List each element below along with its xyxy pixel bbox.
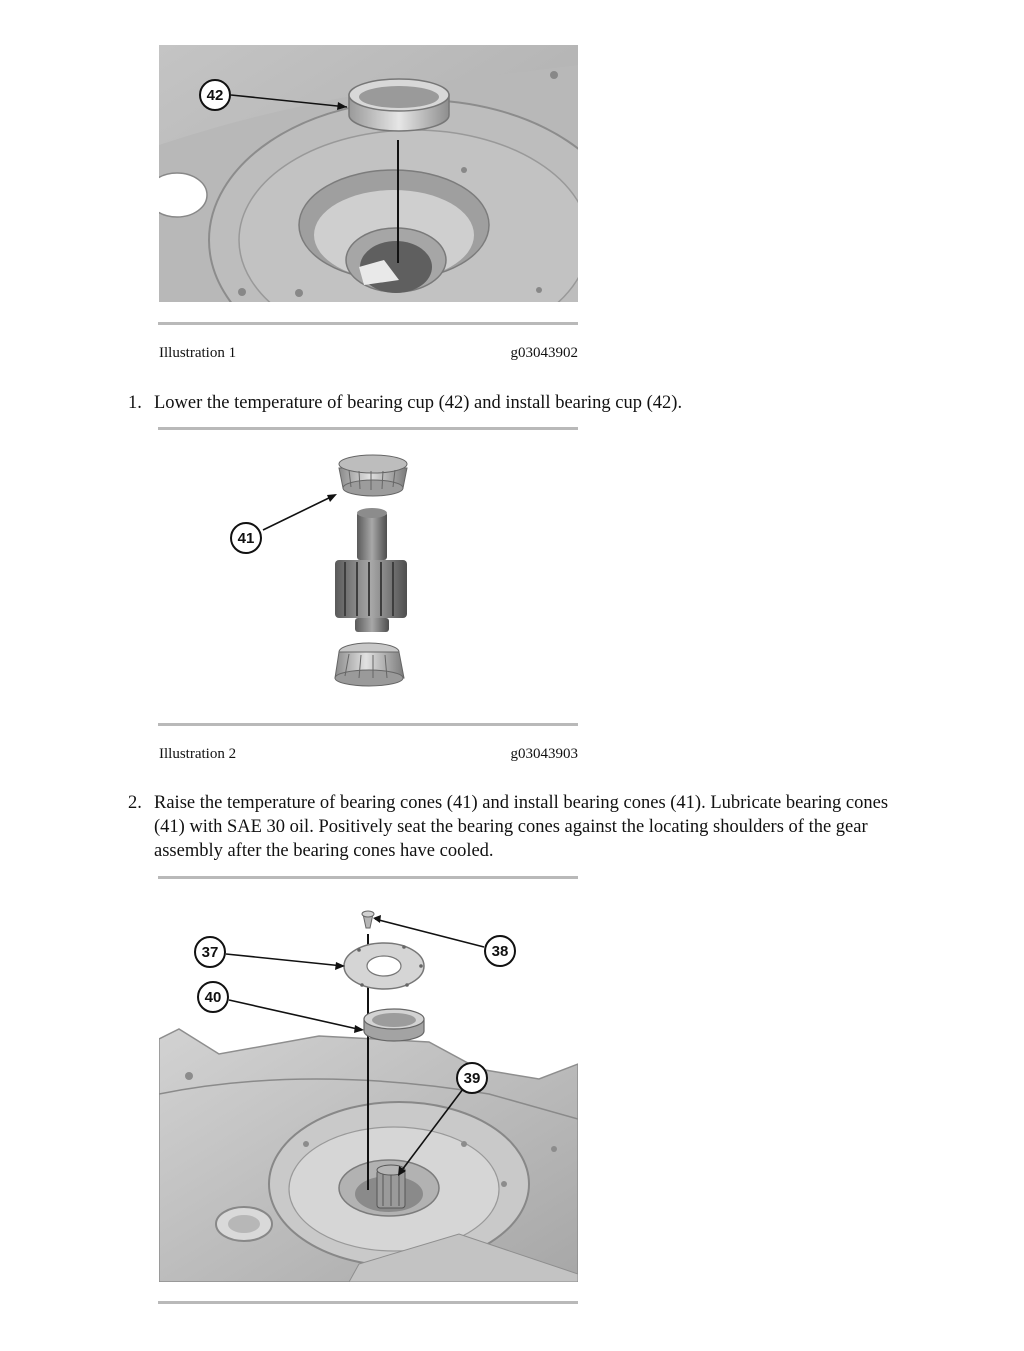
callout-38-circle — [484, 935, 516, 967]
callout-42-label: 42 — [207, 87, 224, 104]
divider — [158, 427, 578, 430]
callout-38-label: 38 — [492, 943, 509, 960]
graphic-code: g03043903 — [510, 746, 579, 762]
callout-41-label: 41 — [238, 530, 255, 547]
step-number: 1. — [128, 393, 142, 413]
illustration-label: Illustration 2 — [159, 746, 237, 762]
callout-39-circle — [456, 1062, 488, 1094]
callout-37-label: 37 — [202, 944, 219, 961]
step-number: 2. — [128, 793, 142, 813]
illustration-3-image: 37 38 40 39 — [159, 894, 578, 1282]
callout-40-circle — [197, 981, 229, 1013]
callout-37-circle — [194, 936, 226, 968]
divider — [158, 876, 578, 879]
callout-41-circle — [230, 522, 262, 554]
bearing-cup-installation-drawing: 42 — [159, 45, 578, 302]
step-text: Lower the temperature of bearing cup (42… — [154, 393, 683, 413]
callout-leader-line — [262, 494, 336, 531]
gear-and-bearing-cones-drawing: 41 — [159, 440, 578, 710]
step-text: Raise the temperature of bearing cones (… — [154, 793, 889, 861]
divider — [158, 322, 578, 325]
callout-40-label: 40 — [205, 989, 222, 1006]
illustration-label: Illustration 1 — [159, 345, 237, 361]
illustration-2-image: 41 — [159, 440, 578, 710]
callout-39-label: 39 — [464, 1070, 481, 1087]
callout-42-circle — [199, 79, 231, 111]
graphic-code: g03043902 — [510, 345, 579, 361]
divider — [158, 1301, 578, 1304]
gear-housing-assembly-drawing: 37 38 40 39 — [159, 894, 578, 1282]
divider — [158, 723, 578, 726]
illustration-1-image: 42 — [159, 45, 578, 302]
callout-leader-line — [230, 94, 348, 108]
